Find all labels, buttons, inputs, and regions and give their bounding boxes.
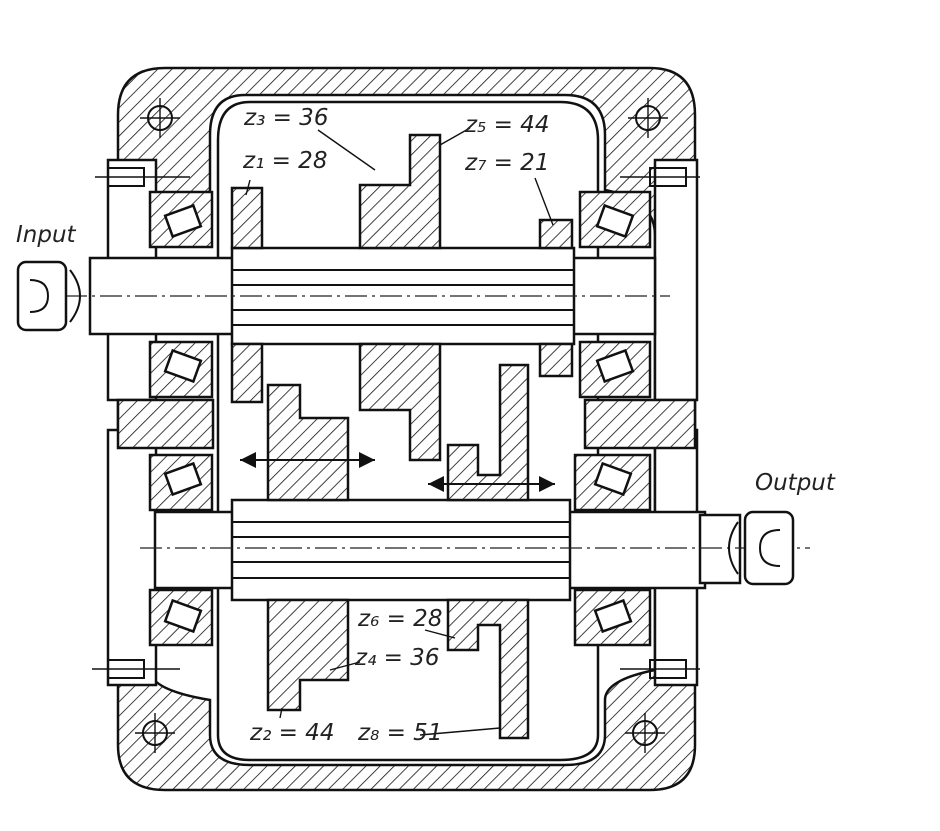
label-z2: z₂ = 44 [249, 720, 334, 746]
input-label: Input [16, 222, 77, 248]
label-z4: z₄ = 36 [354, 645, 439, 671]
right-upper-cap [653, 158, 699, 402]
shift-arrow-right [428, 476, 555, 492]
gear-z7-top [538, 218, 574, 250]
label-z1: z₁ = 28 [242, 148, 327, 174]
left-partition [116, 398, 215, 450]
output-shaft [140, 498, 810, 602]
input-shaft [16, 246, 670, 346]
gear-z2-z4-bottom [266, 598, 350, 712]
gear-z1-top [230, 186, 264, 250]
gear-z7-bottom [538, 342, 574, 378]
label-z7: z₇ = 21 [464, 150, 549, 176]
label-z5: z₅ = 44 [464, 112, 549, 138]
shift-arrow-left [240, 452, 375, 468]
label-z3: z₃ = 36 [243, 105, 328, 131]
gear-z3-z5-bottom [358, 342, 442, 462]
left-lower-cap [106, 428, 158, 687]
output-gears [240, 363, 555, 740]
housing [92, 66, 700, 792]
gear-z2-z4-top [266, 383, 350, 502]
gear-z6-z8-bottom [446, 598, 530, 740]
input-coupling [16, 260, 68, 332]
labels: Input Output z₁ = 28 z₃ = 36 z₅ = 44 z₇ … [16, 105, 836, 746]
output-label: Output [755, 470, 836, 496]
leader-lines [245, 127, 554, 736]
gear-z1-bottom [230, 342, 264, 404]
gear-z6-z8-top [446, 363, 530, 502]
output-shaft-end [698, 513, 742, 585]
label-z8: z₈ = 51 [357, 720, 442, 746]
output-shaft-spline [230, 498, 572, 602]
cap-screws [92, 167, 700, 679]
input-gears [230, 133, 574, 462]
bearings [148, 190, 652, 647]
output-coupling [743, 510, 795, 586]
right-partition [583, 398, 697, 450]
label-z6: z₆ = 28 [357, 606, 442, 632]
mounting-holes [135, 98, 668, 753]
gear-z3-z5-top [358, 133, 442, 250]
